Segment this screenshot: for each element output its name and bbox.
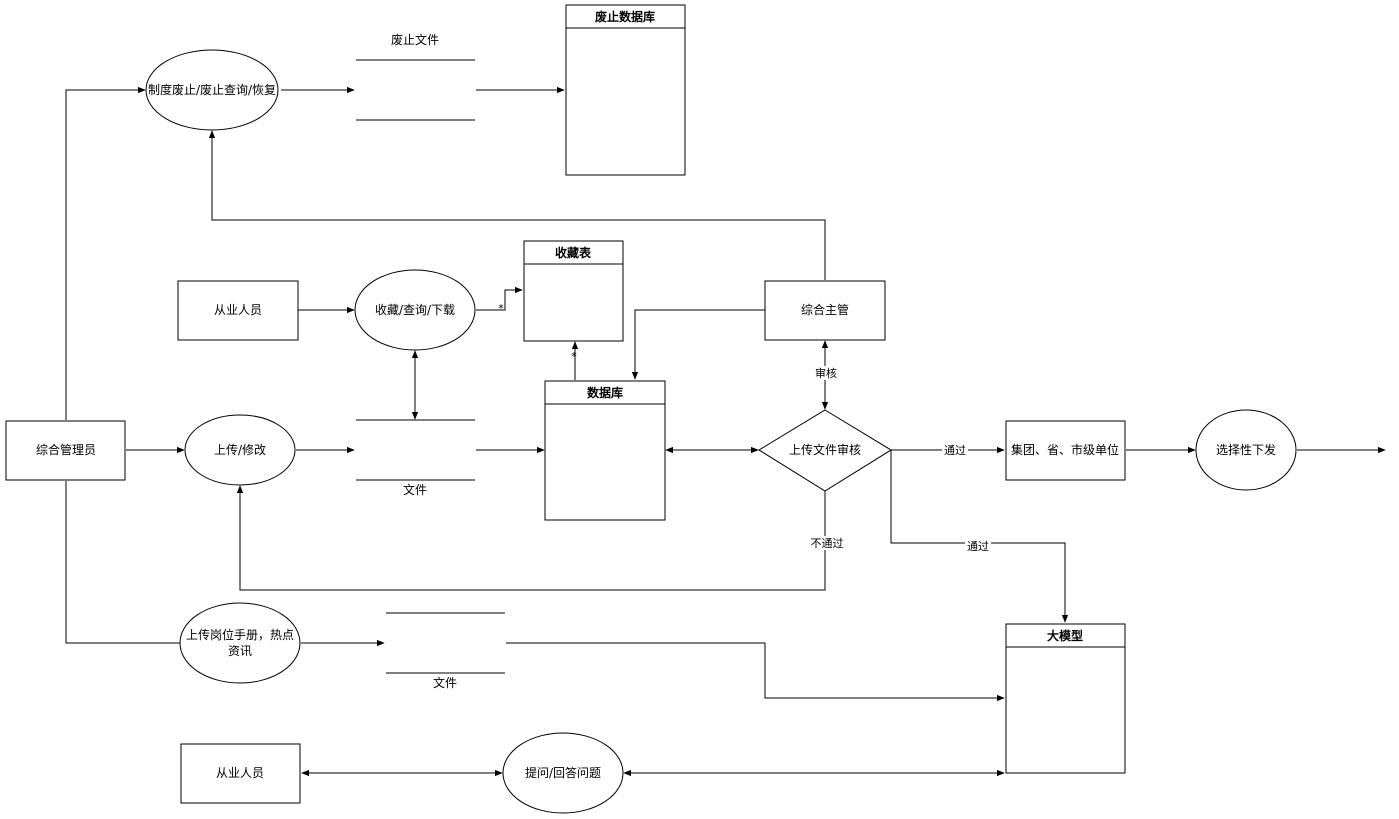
practitioner-top-node: 从业人员 bbox=[177, 280, 299, 341]
admin-node: 综合管理员 bbox=[5, 420, 126, 481]
edge-label-pass-model: 通过 bbox=[967, 540, 989, 553]
qa-process-node: 提问/回答问题 bbox=[502, 732, 624, 814]
manual-file-store: 文件 bbox=[386, 612, 505, 690]
edge-label-fail: 不通过 bbox=[811, 537, 844, 550]
file-store: 文件 bbox=[356, 419, 475, 497]
favorites-table: 收藏表 bbox=[523, 240, 624, 342]
supervisor-node: 综合主管 bbox=[764, 280, 886, 341]
qa-process-label: 提问/回答问题 bbox=[525, 765, 601, 780]
distribute-process-label: 选择性下发 bbox=[1216, 442, 1276, 457]
edge-label-pass-units: 通过 bbox=[944, 444, 966, 457]
edge-review-fail-to-upload bbox=[236, 485, 826, 591]
edge-label-audit: 审核 bbox=[815, 366, 837, 380]
review-decision-label: 上传文件审核 bbox=[789, 442, 861, 457]
abolish-database-title: 废止数据库 bbox=[595, 9, 655, 24]
upload-process-label: 上传/修改 bbox=[214, 442, 266, 457]
units-node: 集团、省、市级单位 bbox=[1005, 420, 1126, 481]
database-title: 数据库 bbox=[587, 385, 623, 400]
practitioner-bottom-label: 从业人员 bbox=[216, 766, 264, 780]
big-model-table: 大模型 bbox=[1005, 623, 1126, 774]
favorites-table-title: 收藏表 bbox=[555, 245, 592, 260]
edge-admin-to-manual bbox=[65, 481, 180, 644]
upload-process-node: 上传/修改 bbox=[184, 414, 296, 486]
review-decision-node: 上传文件审核 bbox=[758, 409, 892, 492]
collect-process-node: 收藏/查询/下载 bbox=[354, 269, 476, 351]
abolish-process-label: 制度废止/废止查询/恢复 bbox=[148, 82, 276, 97]
practitioner-bottom-node: 从业人员 bbox=[180, 743, 301, 804]
database-table: 数据库 bbox=[544, 380, 666, 521]
collect-process-label: 收藏/查询/下载 bbox=[375, 303, 455, 317]
upload-manual-label-line1: 上传岗位手册，热点 bbox=[186, 627, 294, 642]
abolish-file-label: 废止文件 bbox=[391, 32, 439, 47]
abolish-database-table: 废止数据库 bbox=[565, 4, 686, 176]
edge-supervisor-to-abolish bbox=[208, 130, 826, 280]
upload-manual-process-node: 上传岗位手册，热点 资讯 bbox=[179, 602, 301, 684]
edge-label-star-database: * bbox=[571, 350, 577, 363]
admin-label: 综合管理员 bbox=[36, 442, 96, 457]
abolish-process-node: 制度废止/废止查询/恢复 bbox=[145, 49, 279, 131]
edge-admin-to-abolish bbox=[65, 86, 146, 420]
edge-supervisor-to-database bbox=[631, 309, 765, 380]
edge-file-to-model bbox=[506, 642, 1005, 702]
distribute-process-node: 选择性下发 bbox=[1195, 409, 1297, 491]
units-label: 集团、省、市级单位 bbox=[1011, 442, 1119, 457]
manual-file-label: 文件 bbox=[433, 675, 457, 690]
edge-collect-to-favorites bbox=[476, 286, 523, 311]
practitioner-top-label: 从业人员 bbox=[214, 303, 262, 317]
edge-label-star-favorites: * bbox=[498, 302, 504, 315]
supervisor-label: 综合主管 bbox=[801, 302, 849, 317]
abolish-file-store: 废止文件 bbox=[356, 32, 475, 121]
upload-manual-label-line2: 资讯 bbox=[228, 644, 252, 658]
big-model-title: 大模型 bbox=[1047, 628, 1083, 643]
file-store-label: 文件 bbox=[403, 482, 427, 497]
